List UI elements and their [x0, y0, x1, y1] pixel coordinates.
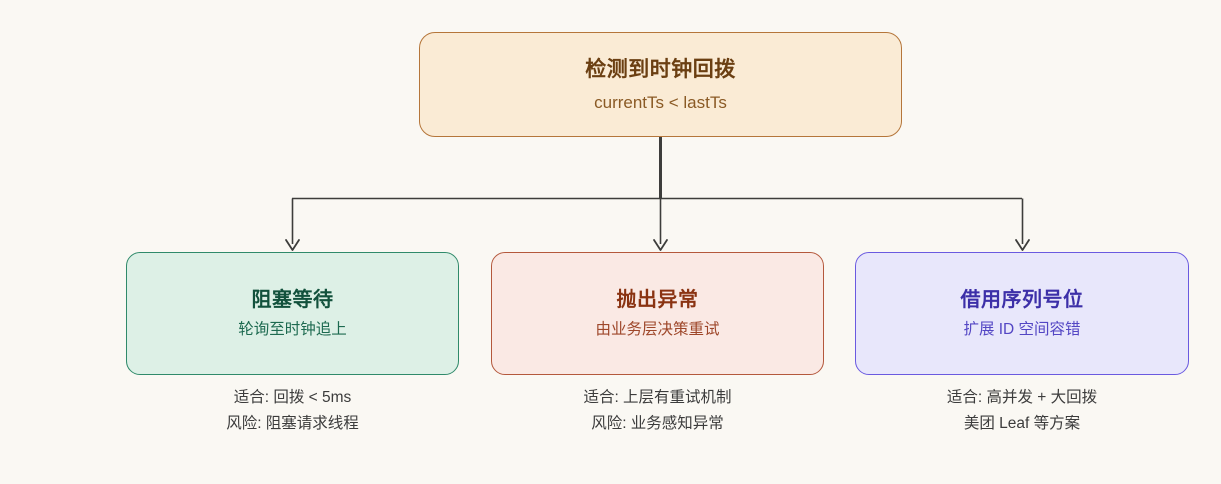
node-subtitle: 轮询至时钟追上: [238, 321, 347, 338]
node-title: 抛出异常: [616, 289, 699, 311]
caption-line-fit: 适合: 高并发 + 大回拨: [946, 389, 1098, 406]
node-subtitle: 由业务层决策重试: [595, 321, 720, 338]
arrowhead-right: [1015, 239, 1030, 251]
caption-line-note: 美团 Leaf 等方案: [963, 415, 1081, 432]
caption-line-fit: 适合: 上层有重试机制: [583, 389, 732, 406]
caption-line-risk: 风险: 业务感知异常: [591, 415, 724, 432]
node-title: 阻塞等待: [251, 289, 334, 311]
caption-block-wait: 适合: 回拨 < 5ms 风险: 阻塞请求线程: [126, 385, 459, 437]
node-throw-exception[interactable]: 抛出异常 由业务层决策重试: [491, 252, 824, 375]
node-subtitle: 扩展 ID 空间容错: [963, 321, 1081, 338]
node-block-wait[interactable]: 阻塞等待 轮询至时钟追上: [126, 252, 459, 375]
node-subtitle: currentTs < lastTs: [594, 92, 727, 112]
node-clock-rollback-detected[interactable]: 检测到时钟回拨 currentTs < lastTs: [419, 32, 902, 137]
node-title: 借用序列号位: [960, 289, 1084, 311]
node-borrow-sequence[interactable]: 借用序列号位 扩展 ID 空间容错: [855, 252, 1189, 375]
arrowhead-left: [285, 239, 300, 251]
caption-line-fit: 适合: 回拨 < 5ms: [233, 389, 352, 406]
caption-throw-exception: 适合: 上层有重试机制 风险: 业务感知异常: [491, 385, 824, 437]
arrowhead-middle: [653, 239, 668, 251]
node-title: 检测到时钟回拨: [585, 57, 736, 81]
caption-line-risk: 风险: 阻塞请求线程: [226, 415, 359, 432]
caption-borrow-sequence: 适合: 高并发 + 大回拨 美团 Leaf 等方案: [855, 385, 1189, 437]
